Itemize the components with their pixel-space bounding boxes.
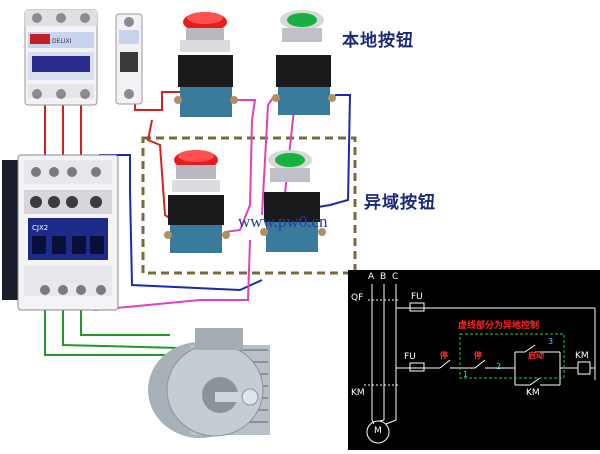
schematic-title: 虚线部分为异地控制 (458, 321, 540, 331)
schematic-node-2: 2 (496, 362, 502, 371)
schematic-phase-b: B (380, 272, 387, 282)
local-buttons-label: 本地按钮 (342, 31, 414, 51)
schematic-stop-remote: 停 (474, 351, 482, 360)
local-stop-button (174, 12, 238, 117)
remote-start-button (260, 150, 326, 252)
ac-contactor: CJX2 (2, 154, 119, 311)
contactor-model: CJX2 (32, 224, 48, 232)
remote-stop-button (164, 150, 230, 253)
schematic-stop-local: 停 (440, 351, 448, 360)
control-schematic (348, 270, 600, 450)
schematic-fu-ctrl: FU (404, 352, 416, 362)
remote-control-region (459, 333, 565, 379)
breaker-brand-plate (30, 34, 50, 44)
schematic-motor: M (374, 426, 382, 436)
circuit-breaker-3p: DELIXI (24, 9, 98, 106)
remote-control-dashed-box (141, 136, 357, 275)
breaker-toggle-handle (32, 56, 90, 72)
watermark: www.pw0.cn (238, 212, 328, 231)
schematic-node-1: 1 (463, 370, 469, 379)
schematic-km-coil: KM (575, 351, 589, 361)
circuit-breaker-1p (115, 13, 143, 105)
local-start-button (272, 10, 336, 115)
remote-buttons-label: 异域按钮 (364, 193, 436, 213)
schematic-node-3: 3 (548, 337, 554, 346)
schematic-phase-a: A (368, 272, 375, 282)
schematic-km-main: KM (351, 388, 365, 398)
breaker-brand: DELIXI (52, 38, 72, 45)
schematic-phase-c: C (392, 272, 399, 282)
schematic-start: 启动 (528, 351, 544, 360)
schematic-km-aux: KM (526, 388, 540, 398)
electric-motor (148, 328, 270, 438)
schematic-fu-main: FU (411, 292, 423, 302)
schematic-qf: QF (351, 293, 364, 303)
